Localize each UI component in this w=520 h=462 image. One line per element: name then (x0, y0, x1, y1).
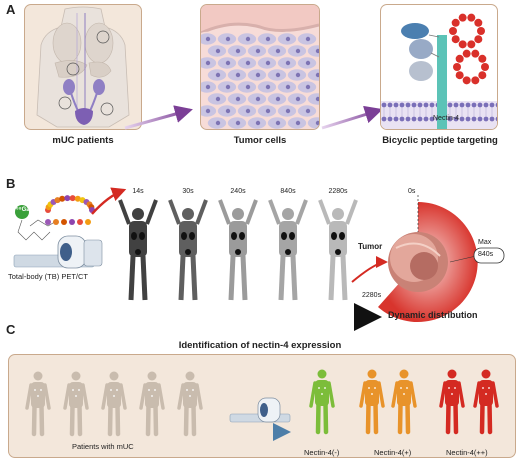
anatomy-illustration (36, 6, 130, 128)
isotope-label: ⁶⁸Ga (16, 207, 30, 213)
panel-c-title: Identification of nectin-4 expression (178, 340, 342, 351)
pet-scan-body (268, 199, 308, 301)
radial-max-value: 840s (478, 251, 494, 258)
group-label-double-positive: Nectin-4(++) (446, 448, 488, 457)
tumor-label: Tumor (358, 242, 383, 251)
radial-max-label: Max (478, 239, 492, 246)
caption-muc-patients: mUC patients (52, 135, 114, 146)
bicyclic-peptide-chain (45, 195, 95, 225)
panel-b-letter: B (6, 176, 16, 191)
radial-end-label: 2280s (362, 292, 382, 299)
group-label-negative: Nectin-4(-) (304, 448, 340, 457)
dynamic-distribution-label: Dynamic distribution (388, 310, 478, 320)
radial-start-label: 0s (408, 188, 416, 195)
scan-time-label: 30s (182, 188, 194, 195)
scan-time-label: 840s (280, 188, 296, 195)
nectin-4-label: Nectin-4 (433, 115, 460, 122)
pet-scan-body (218, 199, 258, 301)
group-label-positive: Nectin-4(+) (374, 448, 412, 457)
pet-scan-body (318, 199, 358, 301)
scanner-label: Total-body (TB) PET/CT (8, 272, 89, 281)
tumor-cells-box (200, 4, 320, 130)
peptide-box: Nectin-4 (380, 4, 498, 130)
anatomy-box (24, 4, 142, 130)
pet-scan-body (168, 199, 208, 301)
panel-a-letter: A (6, 2, 16, 17)
radial-distribution-chart (378, 195, 505, 322)
caption-tumor-cells: Tumor cells (233, 135, 287, 146)
pet-scan-body (118, 199, 158, 301)
pet-ct-scanner-icon (13, 235, 103, 269)
caption-bicyclic-peptide: Bicyclic peptide targeting (382, 135, 498, 146)
scan-time-label: 14s (132, 188, 144, 195)
peptide-illustration (381, 13, 497, 129)
patients-with-muc-label: Patients with mUC (72, 442, 134, 451)
tumor-cells-illustration (201, 5, 319, 129)
panel-c-letter: C (6, 322, 16, 337)
scan-time-label: 2280s (328, 188, 348, 195)
scan-time-label: 240s (230, 188, 246, 195)
